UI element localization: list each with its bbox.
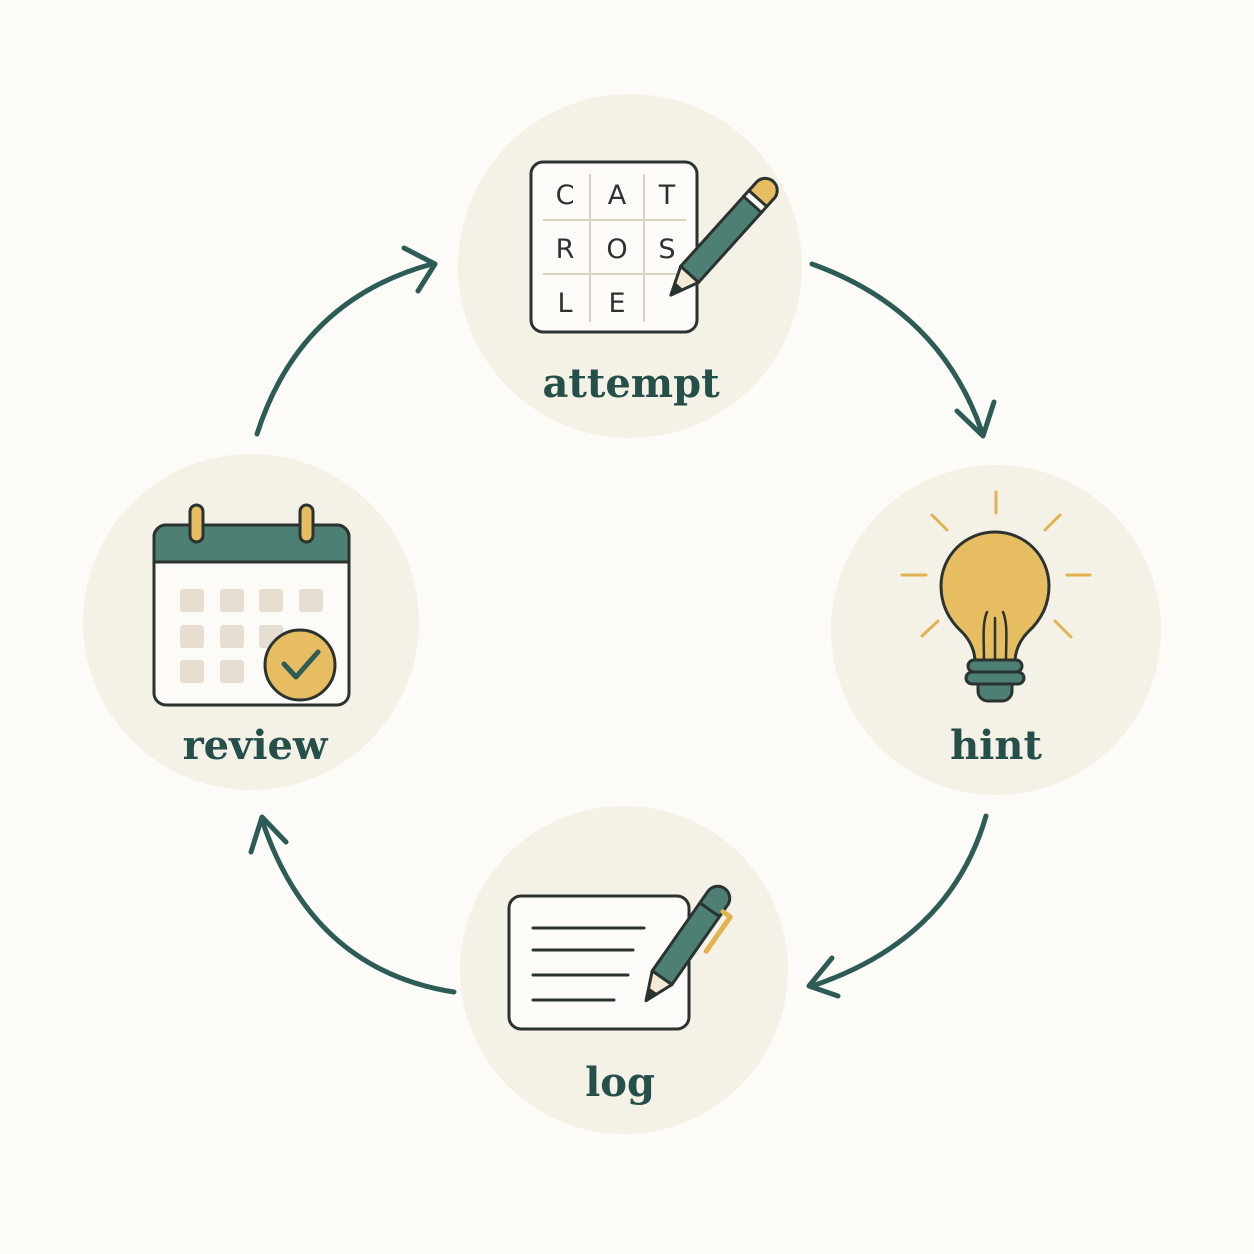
check-badge xyxy=(263,628,337,702)
grid-cell-r3c2: E xyxy=(608,288,625,319)
bulb-base-ring-1 xyxy=(966,658,1024,674)
arrow-hint-to-log xyxy=(809,813,989,989)
grid-cell-r1c2: A xyxy=(608,180,627,211)
pencil-icon xyxy=(669,176,779,297)
step-node-log: log xyxy=(460,806,788,1134)
cycle-arrows xyxy=(248,245,997,999)
bulb-base-cap xyxy=(976,682,1014,703)
grid-cell-r2c2: O xyxy=(606,234,627,265)
arrow-review-to-attempt-head xyxy=(401,245,438,294)
grid-cell-r2c3: S xyxy=(658,234,675,265)
bulb-base-ring-2 xyxy=(964,670,1026,686)
note-card-pen-icon xyxy=(507,884,733,1031)
grid-cell-r3c1: L xyxy=(557,288,572,319)
calendar-header xyxy=(152,523,351,564)
arrow-log-to-review xyxy=(259,817,457,995)
calendar-check-icon xyxy=(152,503,351,707)
step-label-hint: hint xyxy=(950,722,1042,769)
arrow-attempt-to-hint-head xyxy=(954,399,997,439)
calendar-ring-right xyxy=(298,503,315,544)
grid-cell-r1c1: C xyxy=(556,180,575,211)
step-node-attempt: C A T R O S L E attempt xyxy=(458,94,802,438)
check-mark-icon xyxy=(281,649,321,680)
step-label-review: review xyxy=(183,722,329,769)
step-node-review: review xyxy=(83,454,419,790)
grid-cell-r2c1: R xyxy=(556,234,575,265)
bulb-filament xyxy=(982,610,1008,664)
lightbulb-icon xyxy=(900,490,1092,703)
grid-cell-r1c3: T xyxy=(658,180,676,211)
arrow-log-to-review-head xyxy=(248,814,289,855)
step-label-attempt: attempt xyxy=(542,360,720,407)
pen-icon xyxy=(644,884,733,1003)
step-node-hint: hint xyxy=(831,465,1161,795)
arrow-attempt-to-hint xyxy=(809,261,985,435)
arrow-review-to-attempt xyxy=(254,261,435,437)
arrow-hint-to-log-head xyxy=(806,955,841,999)
note-lines xyxy=(531,926,646,1002)
crossword-grid-pencil-icon: C A T R O S L E xyxy=(529,160,779,334)
step-label-log: log xyxy=(585,1059,655,1106)
calendar-ring-left xyxy=(188,503,205,544)
light-rays xyxy=(900,490,1092,639)
